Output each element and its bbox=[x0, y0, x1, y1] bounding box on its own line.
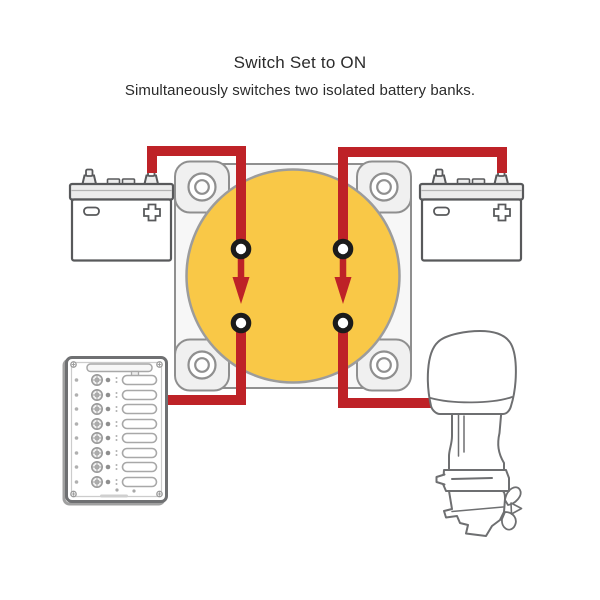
cable-right-battery-to-switch bbox=[338, 147, 507, 251]
battery-switch bbox=[174, 160, 412, 392]
terminal-top-left bbox=[230, 238, 252, 260]
mount-hole-icon bbox=[187, 172, 217, 202]
terminal-bottom-left bbox=[230, 312, 252, 334]
motor-bracket-handle bbox=[435, 473, 446, 486]
cable-switch-to-motor bbox=[338, 321, 432, 408]
right-battery bbox=[418, 168, 525, 262]
motor-midsection bbox=[448, 409, 505, 472]
terminal-top-right bbox=[332, 238, 354, 260]
cable-switch-to-panel bbox=[166, 321, 246, 405]
mount-hole-icon bbox=[369, 350, 399, 380]
left-battery bbox=[68, 168, 175, 262]
mount-hole-icon bbox=[369, 172, 399, 202]
motor-cowl-seam bbox=[429, 396, 513, 404]
terminal-bottom-right bbox=[332, 312, 354, 334]
motor-cowling bbox=[426, 330, 517, 415]
breaker-switch-panel bbox=[62, 356, 168, 506]
panel-screw-icon bbox=[70, 490, 77, 498]
diagram-title: Switch Set to ON bbox=[233, 53, 367, 72]
panel-brand-label bbox=[100, 494, 128, 498]
mount-hole-icon bbox=[187, 350, 217, 380]
cable-left-battery-to-switch bbox=[147, 146, 246, 251]
battery-cables bbox=[147, 146, 507, 408]
panel-screw-icon bbox=[156, 361, 163, 368]
switch-knob-on bbox=[185, 168, 401, 384]
panel-screw-icon bbox=[70, 361, 77, 368]
panel-screw-icon bbox=[156, 490, 163, 498]
motor-gearcase bbox=[443, 490, 506, 537]
motor-clamp-bracket bbox=[442, 469, 510, 492]
outboard-motor bbox=[426, 330, 523, 537]
panel-label-strip bbox=[86, 363, 153, 373]
diagram-subtitle: Simultaneously switches two isolated bat… bbox=[124, 82, 476, 99]
